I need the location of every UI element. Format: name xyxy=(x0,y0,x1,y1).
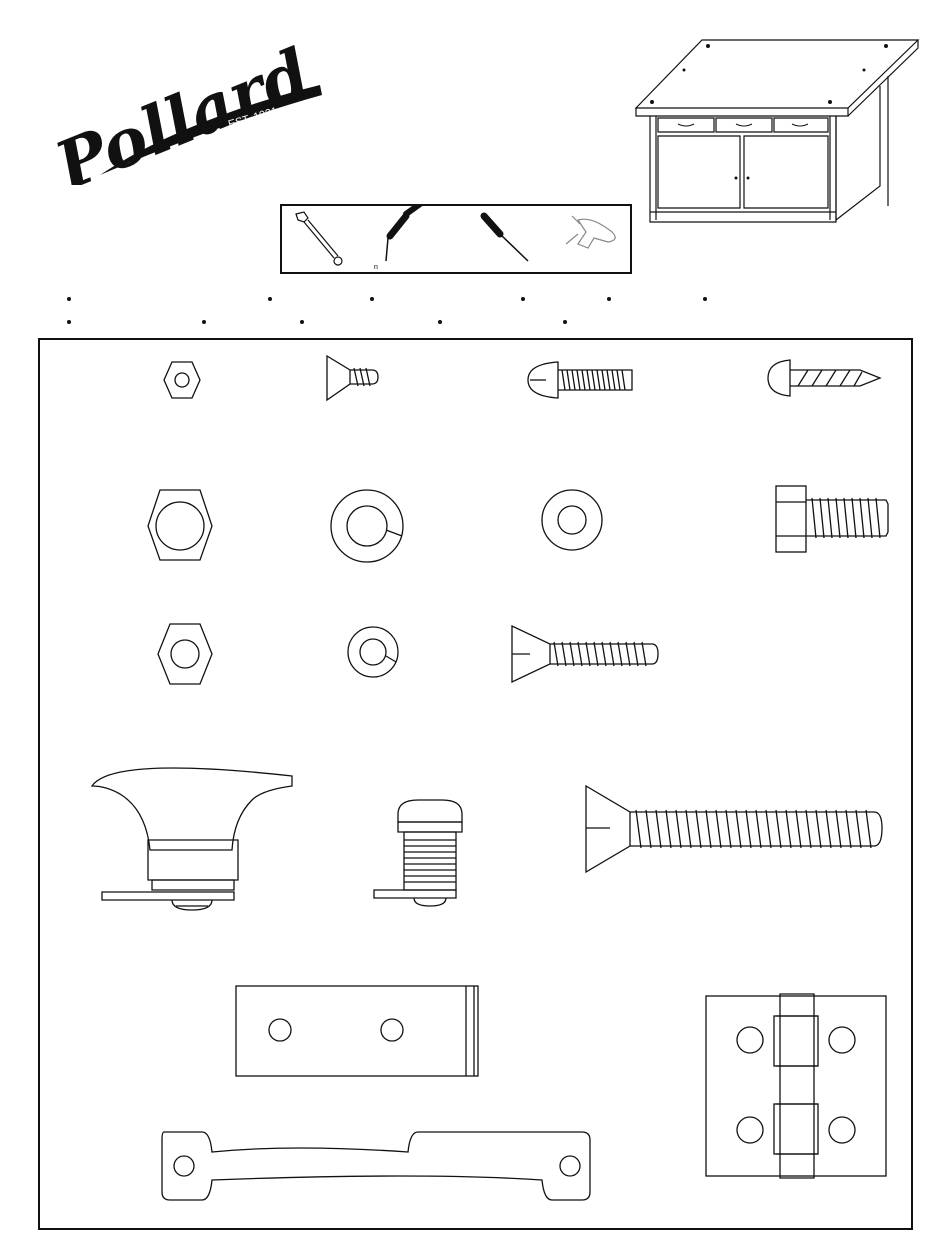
door-pull-handle-icon xyxy=(162,1132,590,1200)
bullet-marker xyxy=(300,320,304,324)
small-lock-washer-icon xyxy=(348,627,398,677)
mending-plate-icon xyxy=(236,986,478,1076)
round-head-machine-screw-icon xyxy=(528,362,632,398)
tool-mark: n xyxy=(374,264,378,271)
t-handle-lock-icon xyxy=(92,768,292,910)
flat-head-wood-screw-icon xyxy=(327,356,378,400)
bullet-marker xyxy=(563,320,567,324)
required-tools-box: n xyxy=(280,204,632,274)
bullet-marker xyxy=(607,297,611,301)
flat-head-machine-screw-icon xyxy=(512,626,658,682)
small-hex-nut-icon xyxy=(164,362,200,398)
round-head-wood-screw-icon xyxy=(768,360,880,396)
hex-bolt-icon xyxy=(776,486,888,552)
bullet-marker xyxy=(438,320,442,324)
long-flat-head-screw-icon xyxy=(586,786,882,872)
flathead-screwdriver-icon xyxy=(386,206,420,261)
flat-washer-icon xyxy=(542,490,602,550)
bullet-marker xyxy=(202,320,206,324)
large-hex-nut-icon xyxy=(148,490,212,560)
cam-lock-icon xyxy=(374,800,462,906)
bullet-marker xyxy=(370,297,374,301)
medium-hex-nut-icon xyxy=(158,624,212,684)
bullet-marker xyxy=(67,297,71,301)
bullet-marker xyxy=(67,320,71,324)
pollard-logo: Pollard EST. 1921 xyxy=(40,25,330,185)
phillips-screwdriver-icon xyxy=(484,216,528,261)
bullet-marker xyxy=(703,297,707,301)
bullet-marker xyxy=(268,297,272,301)
hardware-drawing xyxy=(40,340,911,1228)
logo-wordmark: Pollard xyxy=(43,33,320,185)
butt-hinge-icon xyxy=(706,994,886,1178)
large-lock-washer-icon xyxy=(331,490,403,562)
hardware-parts-frame xyxy=(38,338,913,1230)
workbench-cabinet-icon xyxy=(630,36,920,231)
tools-drawing: n xyxy=(282,206,630,272)
adjustable-wrench-icon xyxy=(296,212,342,265)
power-drill-icon xyxy=(566,216,615,248)
bullet-marker xyxy=(521,297,525,301)
